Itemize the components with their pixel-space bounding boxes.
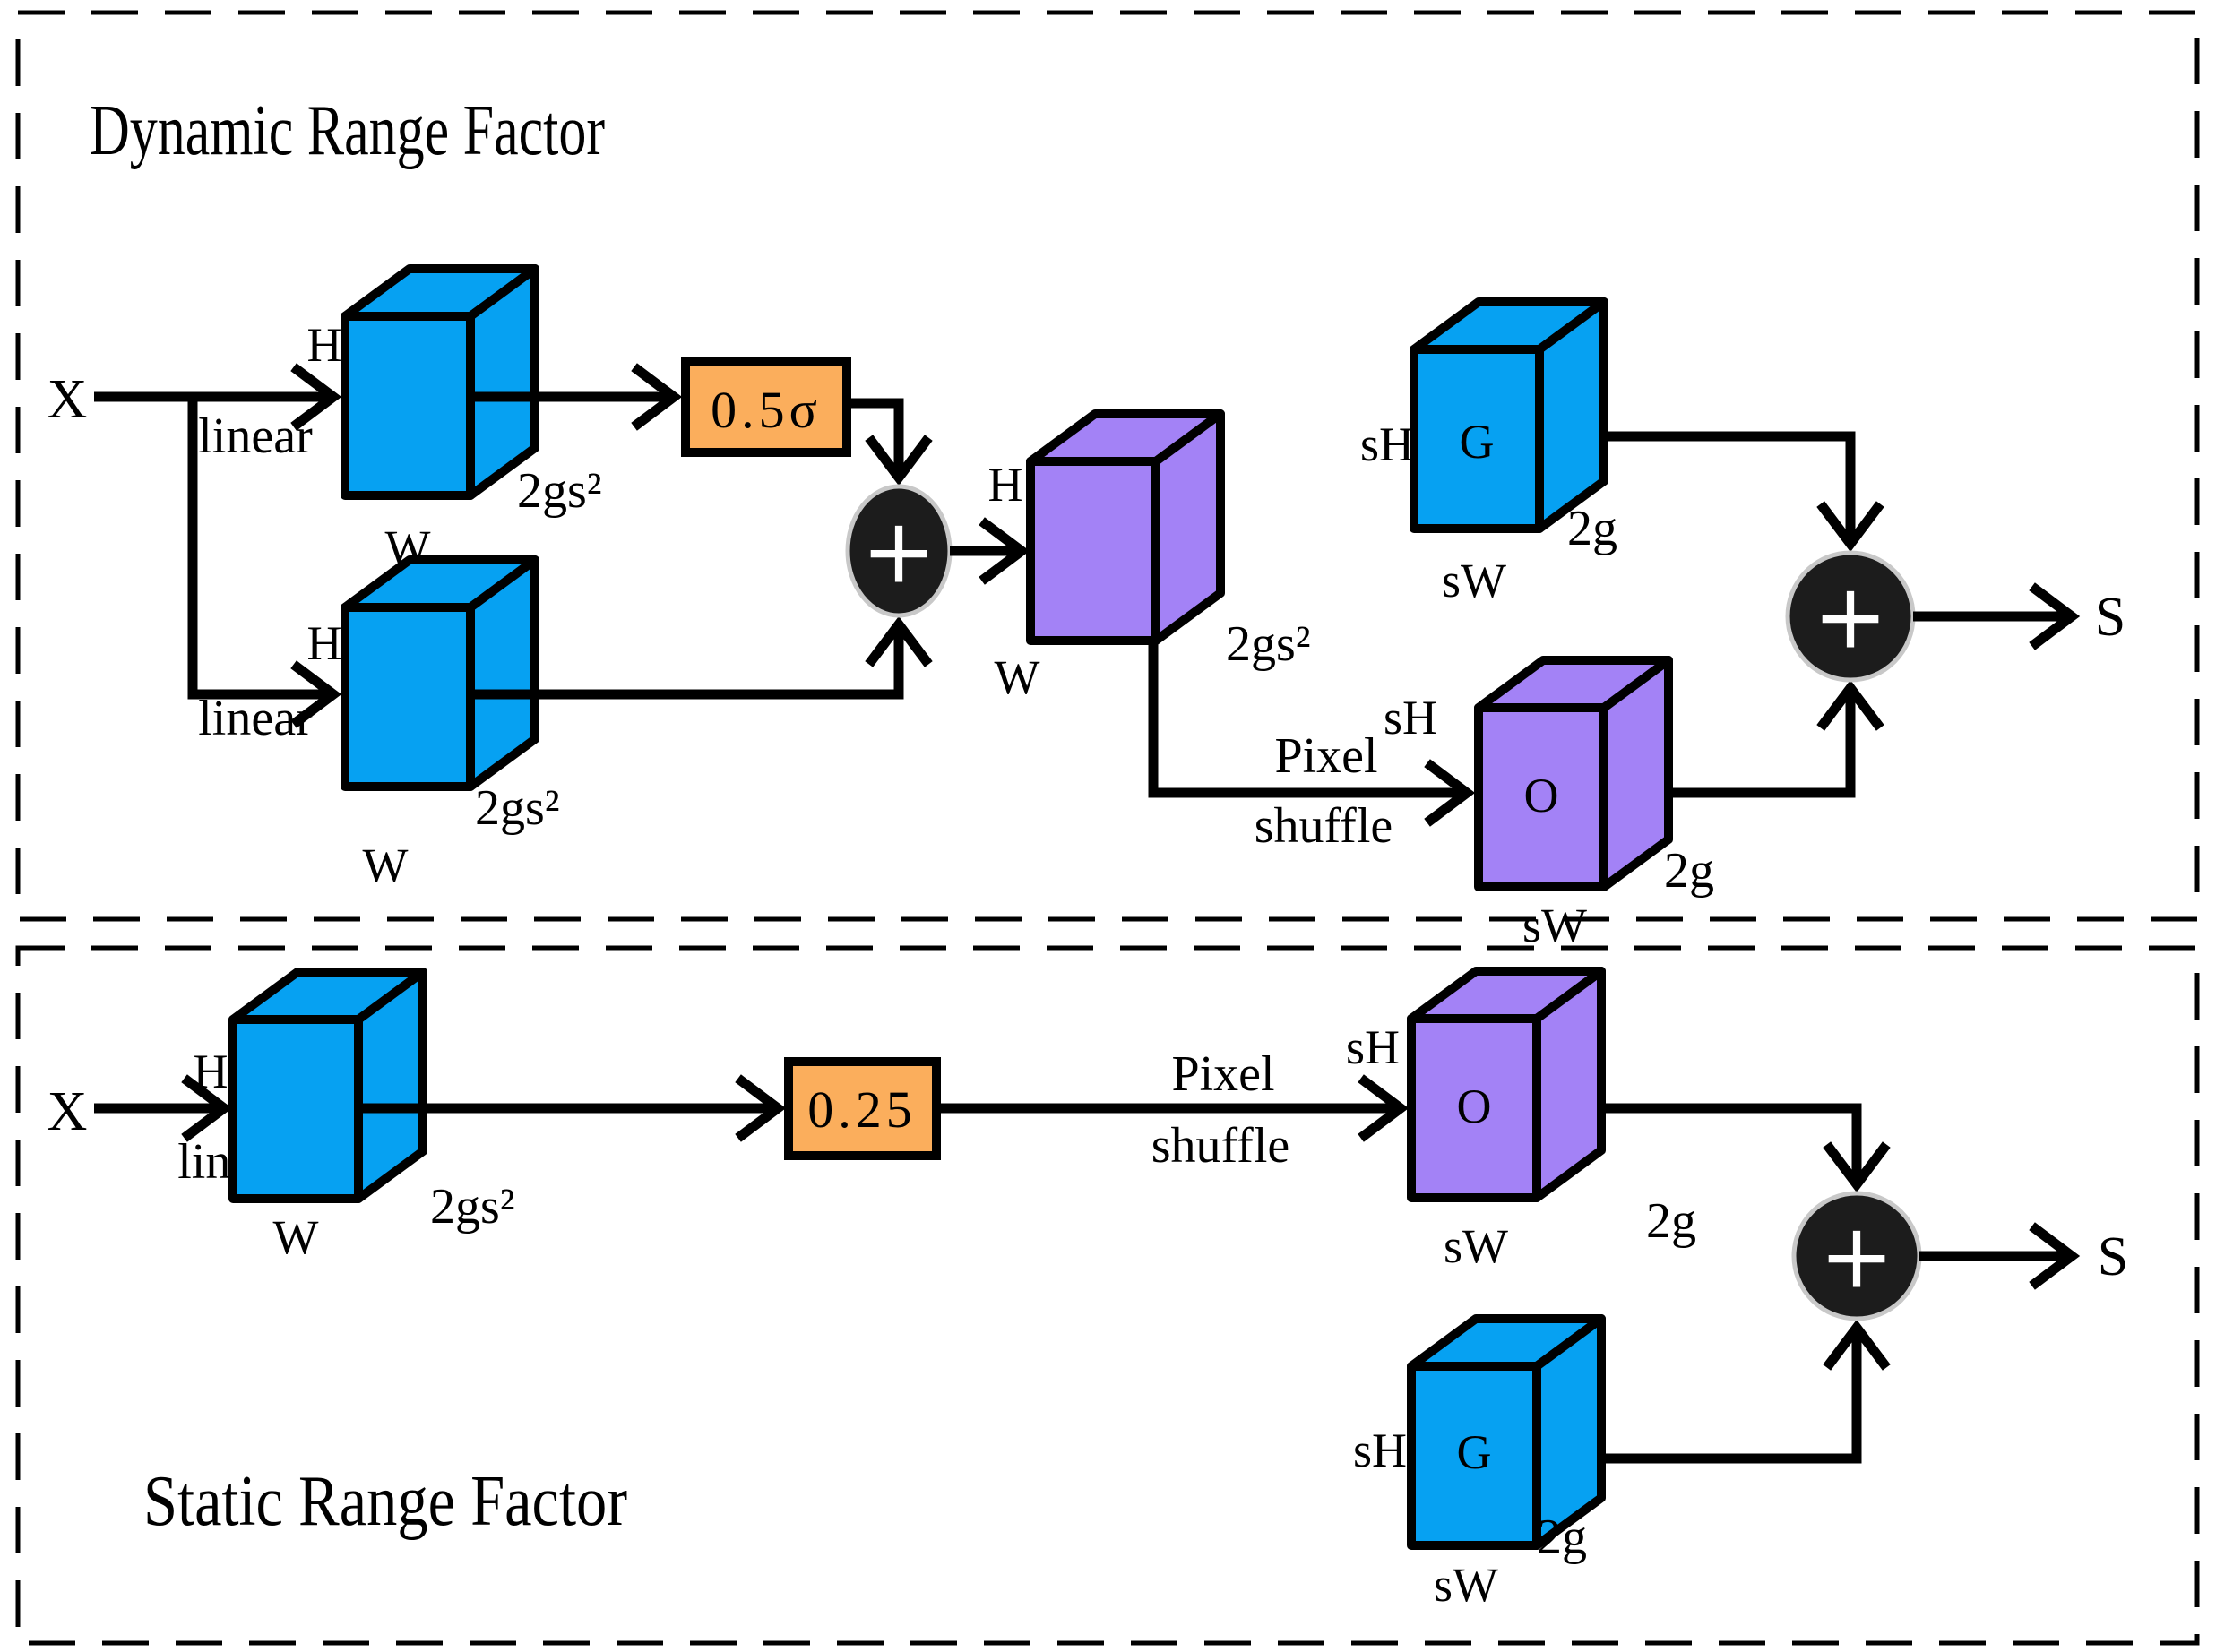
dim-w-fused: W [995,650,1040,704]
dim-sw-output-dynamic: sW [1522,899,1587,952]
dim-2g-output-dynamic: 2g [1664,843,1714,899]
dim-2g-gate-dynamic: 2g [1567,501,1617,556]
output-cube-letter-static: O [1457,1080,1492,1133]
cube-front-face [1407,1362,1541,1550]
dim-h-fused: H [988,458,1023,512]
output-cube-dynamic [1474,656,1673,891]
dim-h-static: H [194,1045,228,1098]
dim-sh-output-static: sH [1346,1020,1400,1074]
dim-2g-output-static: 2g [1646,1193,1696,1249]
arrow-pixel-shuffle-dynamic [1148,639,1476,827]
arrow-cube-to-adder1 [470,615,933,700]
dim-w-static: W [273,1210,319,1264]
feature-cube-bottom-branch [341,555,539,791]
dynamic-panel-title: Dynamic Range Factor [90,91,605,170]
cube-front-face [1026,457,1160,645]
cube-front-face [341,312,475,500]
dim-sw-gate-static: sW [1434,1558,1498,1612]
arrow-output-cube-to-adder-static [1600,1103,1891,1193]
dim-sh-output-dynamic: sH [1384,691,1437,744]
adder-static-plus-icon: + [1819,1204,1894,1309]
dim-w-bottom: W [363,839,409,892]
gate-cube-letter: G [1460,415,1495,469]
dim-sw-gate-dynamic: sW [1442,554,1506,607]
pixel-shuffle-label-line2: shuffle [1255,798,1393,854]
arrow-gate-to-adder-static [1600,1319,1891,1464]
feature-cube-top-branch [341,264,539,500]
static-panel-title: Static Range Factor [143,1462,627,1541]
dynamic-output-s-label: S [2095,587,2125,648]
dim-h-top: H [307,318,342,372]
dim-sh-gate-dynamic: sH [1360,417,1414,471]
sigmoid-scale-label: 0.5σ [711,381,822,439]
dim-h-bottom: H [307,616,342,670]
dim-sw-output-static: sW [1444,1219,1508,1273]
dynamic-range-factor-panel: Dynamic Range Factor X linear linear H W… [15,10,2200,952]
dynamic-input-x-label: X [47,369,88,430]
static-scale-label: 0.25 [807,1080,917,1139]
static-range-factor-panel: Static Range Factor X linear H W 2gs² 0.… [15,945,2200,1646]
gate-cube-static [1407,1314,1606,1550]
fused-feature-cube [1026,409,1225,645]
pixel-shuffle-label-line1: Pixel [1274,728,1377,784]
dim-channels-top: 2gs² [517,463,602,519]
output-cube-static [1407,967,1606,1202]
gate-cube-dynamic [1410,297,1608,533]
dim-channels-bottom: 2gs² [475,780,560,836]
arrow-x-to-linear-bottom [187,397,342,728]
cube-front-face [228,1015,363,1203]
adder1-plus-icon: + [861,499,936,604]
static-panel-border [15,945,2200,1646]
cube-front-face [1407,1014,1541,1202]
dim-2g-gate-static: 2g [1537,1510,1587,1565]
gate-cube-letter-static: G [1457,1425,1492,1479]
cube-front-face [1474,703,1608,891]
static-output-s-label: S [2098,1226,2128,1287]
dim-channels-fused: 2gs² [1226,616,1311,672]
feature-cube-static [228,968,427,1203]
cube-front-face [341,603,475,791]
arrow-gate-to-adder2 [1602,431,1884,553]
cube-front-face [1410,345,1544,533]
arrow-output-cube-to-adder2 [1668,679,1884,798]
pixel-shuffle-static-line1: Pixel [1171,1046,1274,1102]
dim-sh-gate-static: sH [1353,1424,1407,1477]
linear-label-bottom: linear [198,691,313,746]
adder2-plus-icon: + [1813,564,1888,669]
arrow-scale-to-adder1 [847,398,933,486]
output-cube-letter: O [1524,769,1559,822]
static-input-x-label: X [47,1081,88,1142]
dim-channels-static: 2gs² [430,1179,515,1235]
pixel-shuffle-static-line2: shuffle [1151,1118,1290,1174]
linear-label-top: linear [198,409,313,464]
